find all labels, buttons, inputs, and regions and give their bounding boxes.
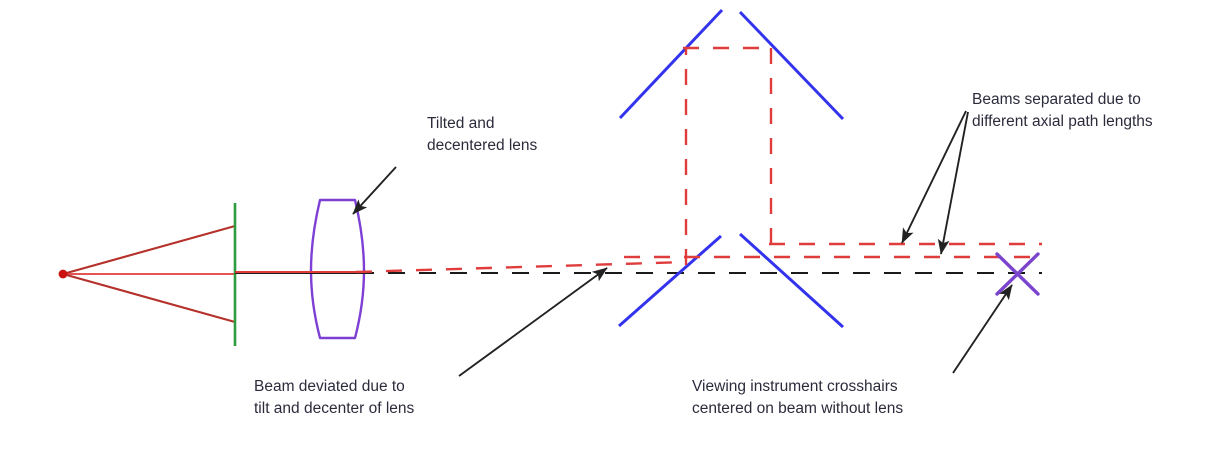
viewing-crosshair-icon xyxy=(995,252,1040,296)
deviated-beam-before-prism xyxy=(355,260,687,274)
deviated-beam-path xyxy=(355,46,773,274)
leader-viewing-crosshairs xyxy=(952,284,1013,374)
tilted-decentered-lens xyxy=(309,198,366,340)
leader-tilted-decentered-lens xyxy=(352,166,397,215)
lower-marginal-ray xyxy=(62,272,236,324)
upper-left-mirror xyxy=(618,8,724,120)
label-beam-deviated: Beam deviated due to tilt and decenter o… xyxy=(254,378,444,417)
leader-beams-separated-a xyxy=(901,110,967,244)
upper-right-mirror xyxy=(738,10,845,121)
label-viewing-crosshairs: Viewing instrument crosshairs centered o… xyxy=(692,378,936,417)
separated-beams xyxy=(624,242,1042,259)
leader-beams-separated-b xyxy=(937,111,969,255)
label-beams-separated: Beams separated due to different axial p… xyxy=(972,91,1183,130)
incoming-ray-bundle xyxy=(62,224,236,324)
label-tilted-decentered-lens: Tilted and decentered lens xyxy=(427,115,567,154)
lower-right-mirror xyxy=(738,232,845,329)
annotation-labels: Tilted and decentered lens Beams separat… xyxy=(254,91,1183,417)
point-source-icon xyxy=(58,269,68,279)
leader-beam-deviated xyxy=(458,267,608,377)
upper-marginal-ray xyxy=(62,224,236,276)
annotation-leaders xyxy=(352,110,1013,377)
lower-left-mirror xyxy=(618,234,722,328)
mirror-assembly xyxy=(618,8,845,329)
